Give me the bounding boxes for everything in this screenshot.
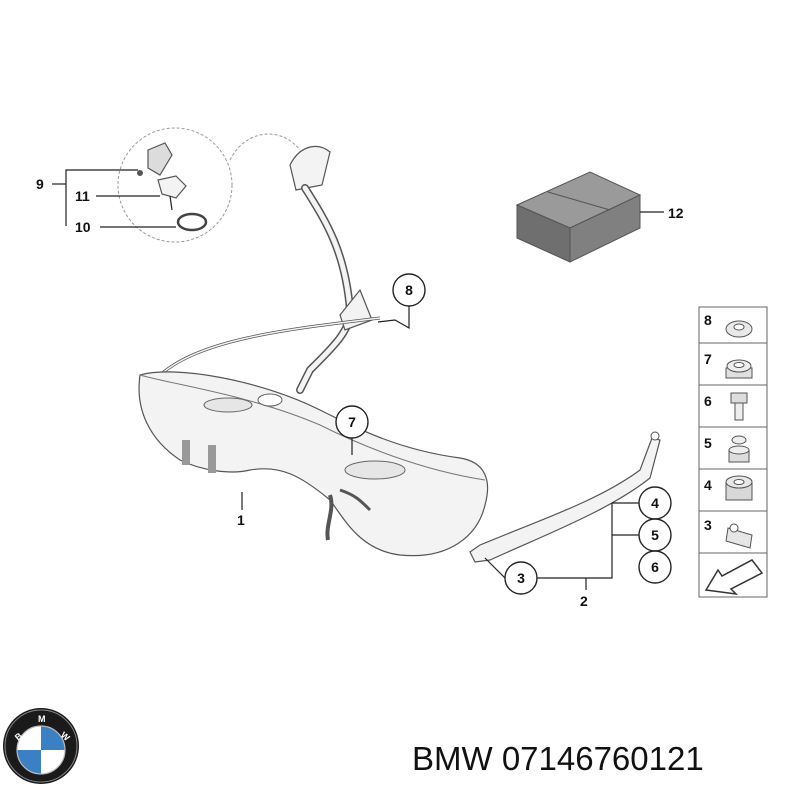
callout-9: 9 — [36, 176, 44, 192]
seal-ring-part — [176, 212, 208, 232]
callout-1: 1 — [237, 512, 245, 528]
callout-8: 8 — [405, 282, 413, 298]
legend-label-3: 3 — [704, 517, 712, 533]
legend-label-5: 5 — [704, 435, 712, 451]
callout-8-bubble: 8 — [377, 273, 426, 330]
callout-7-bubble: 7 — [335, 405, 369, 455]
callout-group-9-11-10: 9 11 10 — [36, 169, 176, 235]
legend-label-6: 6 — [704, 393, 712, 409]
tank-strap — [469, 431, 661, 563]
legend-label-8: 8 — [704, 312, 712, 328]
bmw-logo: B M W — [3, 708, 79, 784]
legend-label-4: 4 — [704, 477, 712, 493]
small-parts-legend: 8 7 6 5 4 3 — [698, 306, 768, 598]
detail-inset — [117, 127, 301, 243]
callout-10: 10 — [75, 219, 91, 235]
callout-2: 2 — [580, 593, 588, 609]
callout-5: 5 — [651, 527, 659, 543]
filler-neck — [159, 145, 381, 394]
svg-text:B: B — [13, 730, 25, 742]
callout-12: 12 — [668, 205, 684, 221]
part-12-box: 12 — [515, 171, 684, 263]
part-number-caption: BMW 07146760121 — [412, 740, 704, 777]
callout-1-group: 1 — [237, 492, 245, 528]
filler-cap-part — [147, 142, 173, 176]
callout-4: 4 — [651, 495, 659, 511]
svg-text:M: M — [38, 714, 46, 724]
callout-11: 11 — [75, 188, 90, 204]
callout-7: 7 — [348, 414, 356, 430]
callout-3: 3 — [517, 570, 525, 586]
flange-part — [157, 175, 187, 199]
fuel-tank — [138, 371, 489, 557]
callout-6: 6 — [651, 559, 659, 575]
legend-label-7: 7 — [704, 351, 712, 367]
callout-group-2-6: 3 4 5 6 2 — [484, 486, 672, 609]
arrow-icon — [704, 559, 764, 596]
